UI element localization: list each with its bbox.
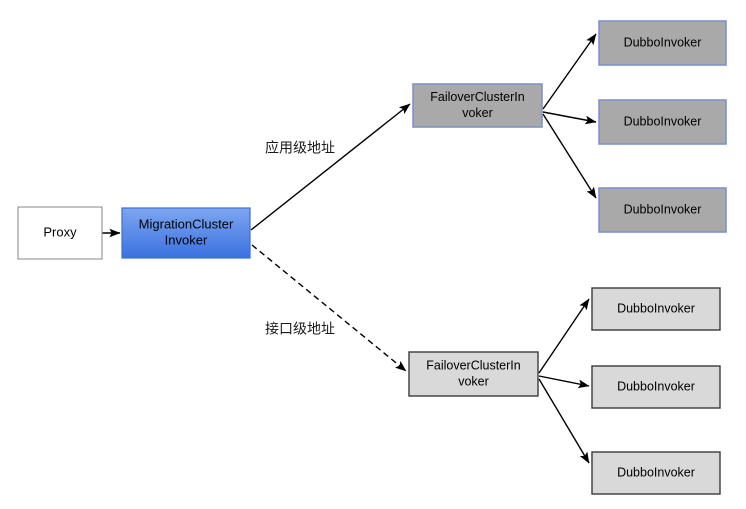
edge-failover-app-to-dubbo-1 <box>542 33 597 110</box>
edge-label-label-iface-level: 接口级地址 <box>265 321 335 337</box>
node-proxy[interactable]: Proxy <box>17 206 103 260</box>
node-label-migration-cluster-invoker: MigrationCluster <box>139 216 234 231</box>
node-box-proxy <box>17 206 103 260</box>
node-label-dubbo-iface-2: DubboInvoker <box>617 379 695 393</box>
edge-migration-to-failover-app <box>250 103 411 231</box>
edge-failover-iface-to-dubbo-1 <box>538 298 590 374</box>
edge-migration-to-failover-iface <box>251 244 407 372</box>
node-failover-iface[interactable]: FailoverClusterIn voker <box>408 351 539 397</box>
node-box-failover-iface <box>408 351 539 397</box>
node-box-failover-app <box>412 83 543 128</box>
node-dubbo-app-3[interactable]: DubboInvoker <box>598 187 727 233</box>
node-label-proxy: Proxy <box>43 224 77 239</box>
node-box-dubbo-app-1 <box>598 20 727 66</box>
node-label-dubbo-app-2: DubboInvoker <box>624 114 702 128</box>
node-label-dubbo-app-1: DubboInvoker <box>624 35 702 49</box>
nodes-layer: ProxyMigrationClusterInvokerFailoverClus… <box>17 20 727 495</box>
node-label-dubbo-iface-1: DubboInvoker <box>617 301 695 315</box>
edge-failover-iface-to-dubbo-3 <box>538 378 590 464</box>
node-label-migration-cluster-invoker: Invoker <box>165 232 208 247</box>
edge-failover-app-to-dubbo-3 <box>542 113 597 199</box>
node-box-dubbo-app-3 <box>598 187 727 233</box>
node-label-failover-app: FailoverClusterIn <box>430 90 525 104</box>
edge-failover-app-to-dubbo-2 <box>542 111 597 125</box>
node-label-failover-iface: FailoverClusterIn <box>426 358 521 372</box>
node-failover-app[interactable]: FailoverClusterIn voker <box>412 83 543 128</box>
node-label-failover-iface: voker <box>458 374 489 388</box>
edge-label-label-app-level: 应用级地址 <box>265 140 335 156</box>
node-label-dubbo-iface-3: DubboInvoker <box>617 465 695 479</box>
node-box-dubbo-app-2 <box>598 99 727 145</box>
node-box-dubbo-iface-2 <box>591 365 721 409</box>
edge-failover-iface-to-dubbo-2 <box>538 375 590 389</box>
node-label-failover-app: voker <box>462 106 493 120</box>
node-box-dubbo-iface-3 <box>591 451 721 495</box>
node-dubbo-iface-3[interactable]: DubboInvoker <box>591 451 721 495</box>
node-label-dubbo-app-3: DubboInvoker <box>624 202 702 216</box>
node-box-migration-cluster-invoker <box>121 207 251 259</box>
node-dubbo-app-2[interactable]: DubboInvoker <box>598 99 727 145</box>
edges-layer <box>102 33 597 464</box>
node-dubbo-iface-1[interactable]: DubboInvoker <box>591 287 721 331</box>
node-box-dubbo-iface-1 <box>591 287 721 331</box>
node-dubbo-app-1[interactable]: DubboInvoker <box>598 20 727 66</box>
node-dubbo-iface-2[interactable]: DubboInvoker <box>591 365 721 409</box>
